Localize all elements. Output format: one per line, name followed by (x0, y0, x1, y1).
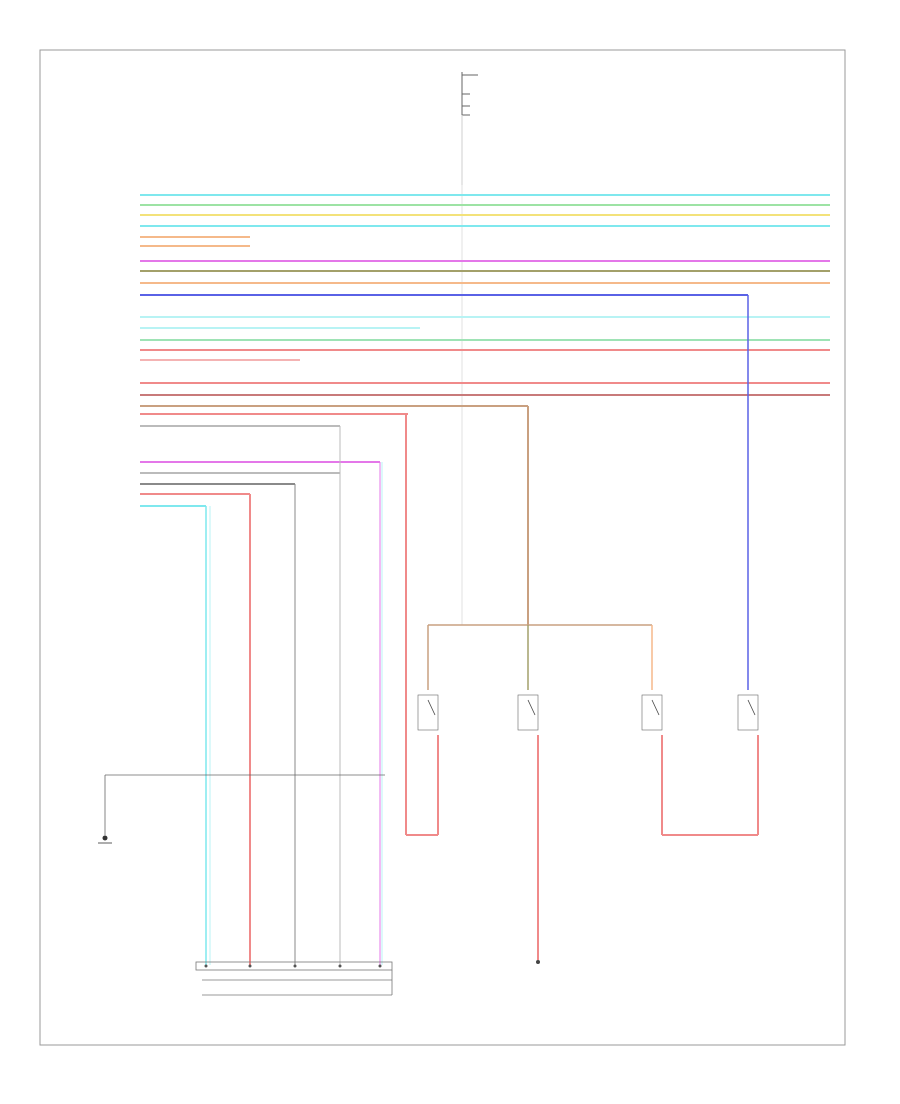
switch-2 (517, 694, 540, 964)
switch-3 (641, 694, 663, 835)
power-source-block (461, 72, 478, 625)
diagram-border (39, 49, 846, 1046)
bottom-connector (195, 961, 393, 996)
vertical-wires (205, 295, 749, 965)
wire-bus (140, 194, 830, 507)
ground-circuit-left (98, 774, 385, 844)
switch-bank (417, 624, 759, 964)
switch-4 (737, 694, 759, 835)
switch-1 (417, 694, 439, 835)
